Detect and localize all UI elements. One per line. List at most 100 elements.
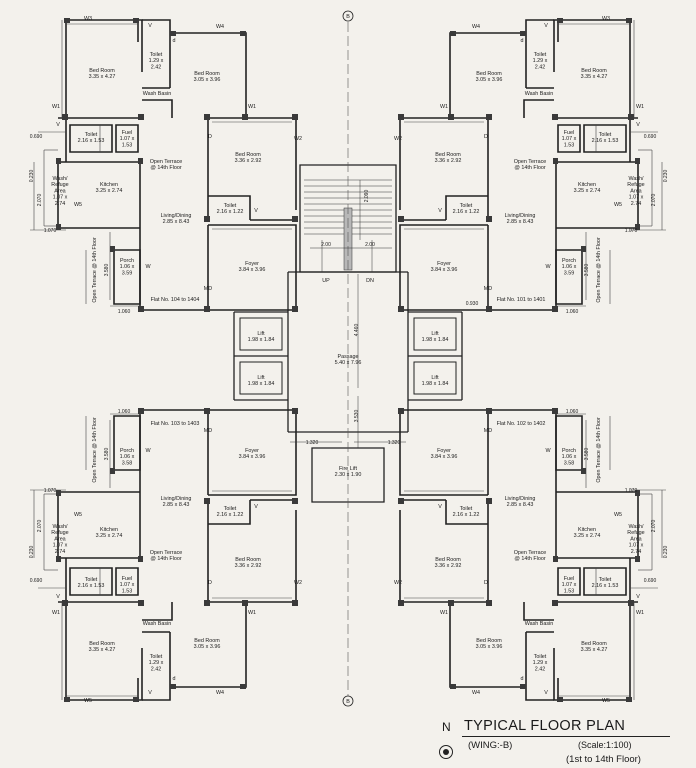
opening-mark: V bbox=[148, 23, 152, 29]
dimension-label: 1.070 bbox=[44, 488, 57, 494]
opening-mark: W4 bbox=[216, 690, 224, 696]
opening-mark: V bbox=[56, 122, 60, 128]
dimension-label: 0.230 bbox=[29, 170, 35, 183]
opening-mark: V bbox=[254, 504, 258, 510]
floor-range-label: (1st to 14th Floor) bbox=[566, 754, 641, 765]
axis-marker-top bbox=[342, 10, 354, 22]
vertical-terrace-tr: Open Terrace @ 14th Floor bbox=[596, 237, 602, 303]
opening-mark: W1 bbox=[52, 610, 60, 616]
opening-mark: MD bbox=[484, 286, 492, 292]
dimension-label: 0.690 bbox=[644, 134, 657, 140]
dimension-label: 2.070 bbox=[651, 194, 657, 207]
opening-mark: W3 bbox=[602, 16, 610, 22]
flat-number-bl: Flat No. 103 to 1403 bbox=[151, 421, 200, 427]
opening-mark: V bbox=[544, 23, 548, 29]
north-label: N bbox=[442, 720, 451, 734]
dimension-label: 1.320 bbox=[306, 440, 319, 446]
opening-mark: V bbox=[56, 594, 60, 600]
opening-mark: V bbox=[438, 208, 442, 214]
dimension-label: 2.070 bbox=[37, 194, 43, 207]
opening-mark: V bbox=[636, 122, 640, 128]
dimension-label: 1.320 bbox=[388, 440, 401, 446]
wing-label: (WING:-B) bbox=[468, 740, 513, 751]
opening-mark: d bbox=[521, 676, 524, 682]
stair-down-label: DN bbox=[366, 278, 374, 284]
dimension-label: 1.070 bbox=[44, 228, 57, 234]
title-underline bbox=[462, 736, 670, 737]
dimension-label: 2.070 bbox=[37, 520, 43, 533]
dimension-label: 0.230 bbox=[29, 546, 35, 559]
vertical-terrace-bl: Open Terrace @ 14th Floor bbox=[92, 417, 98, 483]
dimension-label: 1.070 bbox=[625, 488, 638, 494]
dimension-label: 1.060 bbox=[566, 409, 579, 415]
flat-number-br: Flat No. 102 to 1402 bbox=[497, 421, 546, 427]
title-block: N TYPICAL FLOOR PLAN (WING:-B) (Scale:1:… bbox=[438, 718, 678, 768]
opening-mark: W2 bbox=[294, 580, 302, 586]
axis-marker-bottom bbox=[342, 695, 354, 707]
opening-mark: W2 bbox=[394, 136, 402, 142]
dimension-label: 2.00 bbox=[365, 242, 375, 248]
north-arrow-icon bbox=[439, 745, 453, 759]
dimension-label: 3.580 bbox=[104, 264, 110, 277]
dimension-label: 3.580 bbox=[584, 264, 590, 277]
dimension-label: 0.690 bbox=[644, 578, 657, 584]
dimension-label: 1.060 bbox=[118, 409, 131, 415]
opening-mark: D bbox=[484, 580, 488, 586]
opening-mark: V bbox=[544, 690, 548, 696]
plan-title: TYPICAL FLOOR PLAN bbox=[464, 718, 626, 734]
opening-mark: W5 bbox=[74, 202, 82, 208]
opening-mark: W5 bbox=[74, 512, 82, 518]
opening-mark: d bbox=[173, 38, 176, 44]
opening-mark: W1 bbox=[52, 104, 60, 110]
opening-mark: d bbox=[521, 38, 524, 44]
opening-mark: W bbox=[145, 448, 151, 454]
room-wash-br: Wash Basin bbox=[525, 621, 554, 627]
vertical-terrace-br: Open Terrace @ 14th Floor bbox=[596, 417, 602, 483]
dimension-label: 2.00 bbox=[321, 242, 331, 248]
opening-mark: W1 bbox=[440, 610, 448, 616]
opening-mark: W2 bbox=[294, 136, 302, 142]
opening-mark: V bbox=[148, 690, 152, 696]
room-wash-bl: Wash Basin bbox=[143, 621, 172, 627]
vertical-terrace-tl: Open Terrace @ 14th Floor bbox=[92, 237, 98, 303]
lift-boxes bbox=[239, 317, 457, 395]
opening-mark: D bbox=[208, 580, 212, 586]
dimension-label: 0.230 bbox=[663, 170, 669, 183]
opening-mark: V bbox=[254, 208, 258, 214]
opening-mark: W2 bbox=[394, 580, 402, 586]
opening-mark: W1 bbox=[636, 104, 644, 110]
opening-mark: W1 bbox=[636, 610, 644, 616]
dimension-label: 2.090 bbox=[364, 190, 370, 203]
